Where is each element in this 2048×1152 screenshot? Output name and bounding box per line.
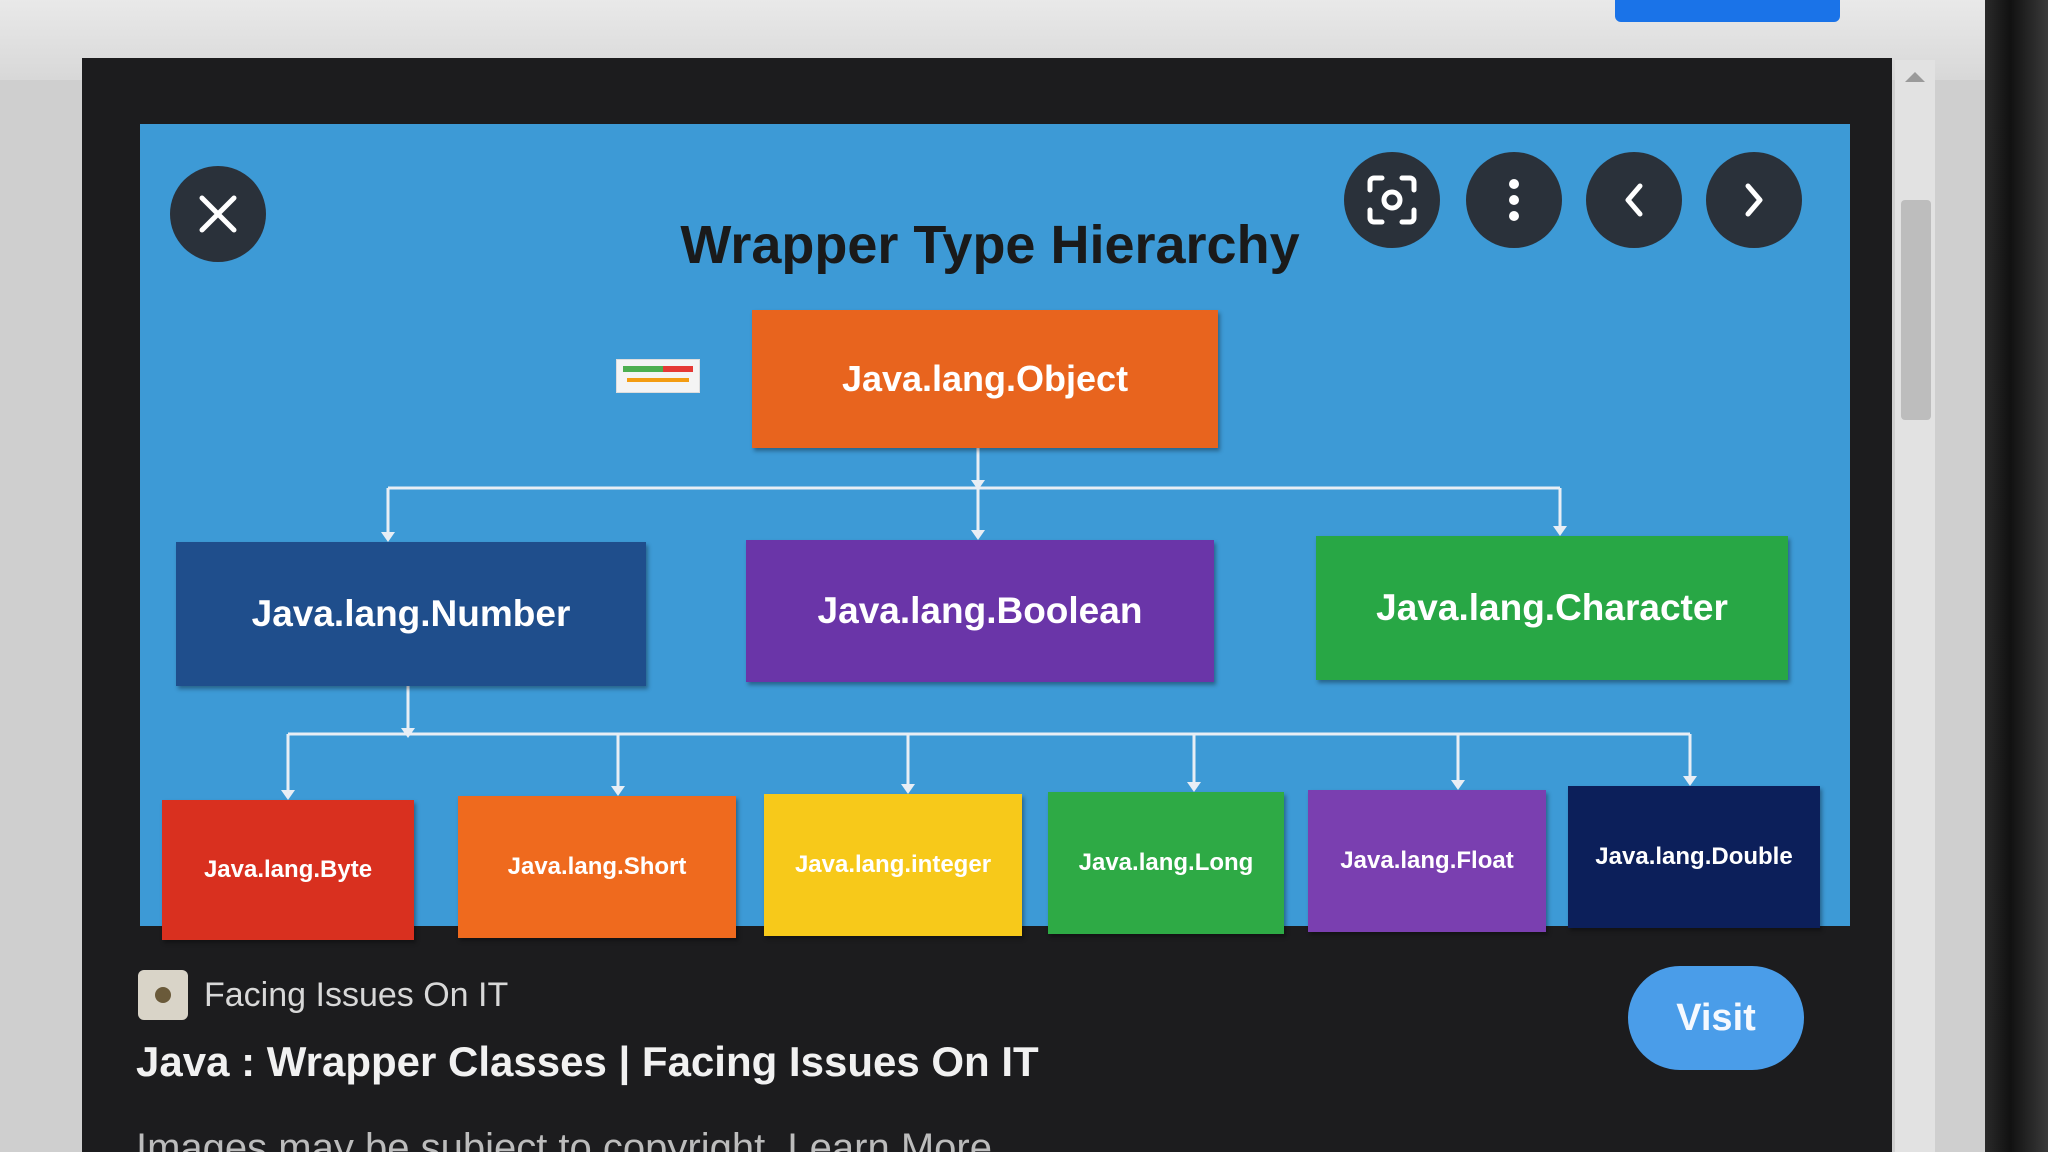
node-double: Java.lang.Double xyxy=(1568,786,1820,928)
node-boolean-label: Java.lang.Boolean xyxy=(817,590,1143,631)
lens-icon xyxy=(1367,175,1417,225)
node-number-label: Java.lang.Number xyxy=(251,593,571,634)
image-preview-panel: Wrapper Type Hierarchy xyxy=(82,58,1892,1152)
screen-bezel xyxy=(1985,0,2048,1152)
result-title-link[interactable]: Java : Wrapper Classes | Facing Issues O… xyxy=(136,1038,1039,1085)
page-scrollbar[interactable] xyxy=(1895,60,1935,1152)
node-byte-label: Java.lang.Byte xyxy=(203,856,373,883)
more-options-button[interactable] xyxy=(1466,152,1562,248)
close-icon xyxy=(199,195,237,233)
close-button[interactable] xyxy=(170,166,266,262)
node-float-label: Java.lang.Float xyxy=(1340,847,1514,874)
node-short: Java.lang.Short xyxy=(458,796,736,938)
node-boolean: Java.lang.Boolean xyxy=(746,540,1214,682)
slide-title: Wrapper Type Hierarchy xyxy=(680,215,1300,275)
node-long-label: Java.lang.Long xyxy=(1078,849,1254,876)
chevron-right-icon xyxy=(1745,183,1763,217)
lens-button[interactable] xyxy=(1344,152,1440,248)
visit-button[interactable]: Visit xyxy=(1628,966,1804,1070)
node-object-label: Java.lang.Object xyxy=(841,358,1129,399)
more-vert-icon xyxy=(1509,179,1519,221)
top-action-button[interactable] xyxy=(1615,0,1840,22)
source-favicon xyxy=(138,970,188,1020)
node-long: Java.lang.Long xyxy=(1048,792,1284,934)
node-float: Java.lang.Float xyxy=(1308,790,1546,932)
node-character: Java.lang.Character xyxy=(1316,536,1788,680)
source-name[interactable]: Facing Issues On IT xyxy=(204,975,509,1014)
chevron-left-icon xyxy=(1625,183,1643,217)
node-integer: Java.lang.integer xyxy=(764,794,1022,936)
node-number: Java.lang.Number xyxy=(176,542,646,686)
previous-image-button[interactable] xyxy=(1586,152,1682,248)
node-byte: Java.lang.Byte xyxy=(162,800,414,940)
scrollbar-thumb[interactable] xyxy=(1901,200,1931,420)
site-logo xyxy=(616,359,700,393)
node-short-label: Java.lang.Short xyxy=(507,853,687,880)
node-character-label: Java.lang.Character xyxy=(1376,587,1728,628)
source-row[interactable]: Facing Issues On IT xyxy=(138,970,508,1020)
hierarchy-connectors xyxy=(281,448,1697,800)
node-object: Java.lang.Object xyxy=(752,310,1218,448)
next-image-button[interactable] xyxy=(1706,152,1802,248)
copyright-notice: Images may be subject to copyright. Lear… xyxy=(136,1126,992,1152)
preview-image[interactable]: Wrapper Type Hierarchy xyxy=(140,124,1850,940)
scroll-up-icon[interactable] xyxy=(1905,72,1925,82)
node-integer-label: Java.lang.integer xyxy=(794,851,992,878)
node-double-label: Java.lang.Double xyxy=(1595,843,1793,870)
